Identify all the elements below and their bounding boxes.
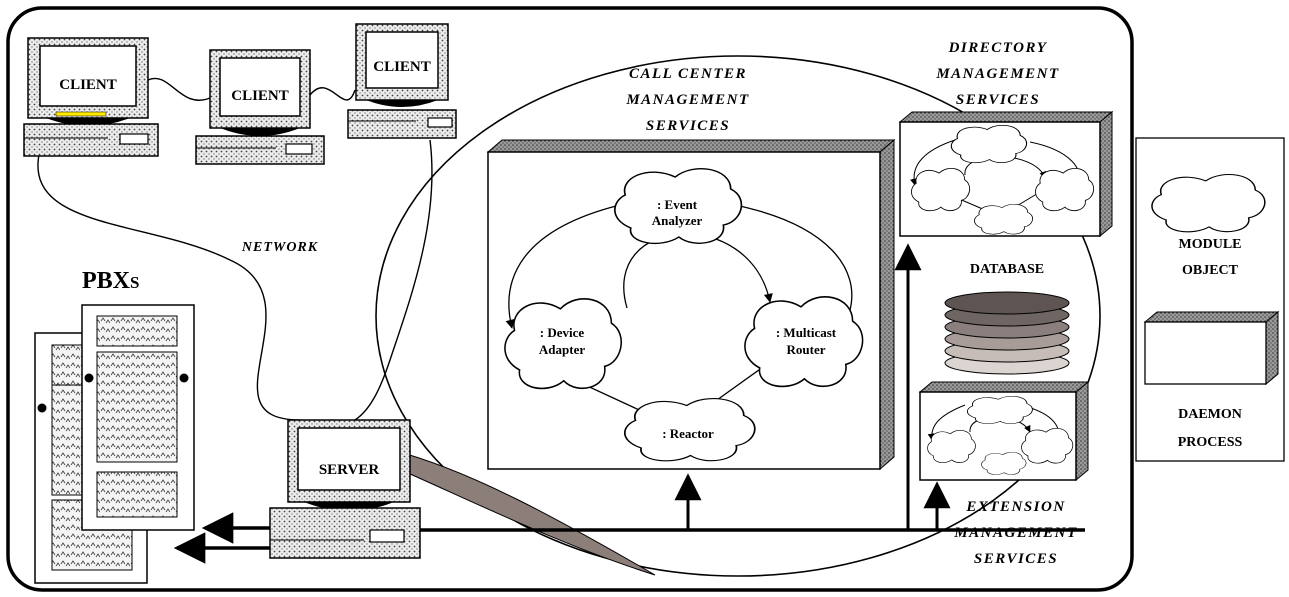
directory-process [898, 110, 1114, 238]
legend-module-label: MODULE [1179, 237, 1242, 252]
svg-text:EXTENSION: EXTENSION [965, 499, 1065, 515]
client-label: CLIENT [373, 59, 431, 75]
svg-text:Router: Router [787, 342, 826, 357]
call-center-title: CALL CENTER MANAGEMENT SERVICES [625, 66, 749, 134]
database-label: DATABASE [970, 262, 1044, 277]
legend: MODULE OBJECT DAEMON PROCESS [1135, 137, 1285, 462]
extension-title: EXTENSION MANAGEMENT SERVICES [953, 499, 1077, 567]
client-computer: CLIENT [195, 49, 325, 165]
client-computer: CLIENT [347, 23, 457, 139]
server-swoosh [391, 449, 656, 576]
legend-daemon-label: DAEMON [1178, 407, 1242, 422]
device-adapter-module: : Device Adapter [504, 297, 623, 390]
svg-text:: Reactor: : Reactor [662, 426, 714, 441]
module-object-icon [1151, 173, 1266, 233]
svg-text:Adapter: Adapter [539, 342, 585, 357]
reactor-module: : Reactor [623, 397, 756, 462]
svg-text:MANAGEMENT: MANAGEMENT [935, 66, 1059, 82]
connection-bus [173, 243, 1085, 564]
pbx-label: PBXS [82, 268, 139, 294]
svg-text:: Device: : Device [540, 325, 585, 340]
multicast-router-module: : Multicast Router [744, 295, 864, 388]
network-label: NETWORK [241, 240, 319, 255]
network-cables [37, 77, 433, 421]
database-stack [944, 291, 1070, 375]
svg-text:CALL CENTER: CALL CENTER [629, 66, 747, 82]
legend-object-label: OBJECT [1182, 263, 1239, 278]
server-label: SERVER [319, 462, 379, 478]
pbx-cabinets: PBXS [34, 268, 195, 584]
services-boundary [375, 55, 1101, 577]
svg-text:SERVICES: SERVICES [956, 92, 1040, 108]
svg-text:Analyzer: Analyzer [652, 213, 703, 228]
legend-process-label: PROCESS [1178, 435, 1243, 450]
svg-text:: Multicast: : Multicast [776, 325, 837, 340]
client-label: CLIENT [231, 88, 289, 104]
svg-text:MANAGEMENT: MANAGEMENT [625, 92, 749, 108]
svg-text:SERVICES: SERVICES [646, 118, 730, 134]
svg-text:: Event: : Event [657, 197, 698, 212]
extension-process [918, 380, 1090, 482]
server-computer: SERVER [269, 419, 421, 559]
svg-text:MANAGEMENT: MANAGEMENT [953, 525, 1077, 541]
client-computer: CLIENT [23, 37, 159, 157]
svg-text:DIRECTORY: DIRECTORY [948, 40, 1048, 56]
directory-title: DIRECTORY MANAGEMENT SERVICES [935, 40, 1059, 108]
daemon-process-icon [1143, 310, 1280, 386]
client-label: CLIENT [59, 77, 117, 93]
svg-text:SERVICES: SERVICES [974, 551, 1058, 567]
event-analyzer-module: : Event Analyzer [613, 167, 743, 245]
